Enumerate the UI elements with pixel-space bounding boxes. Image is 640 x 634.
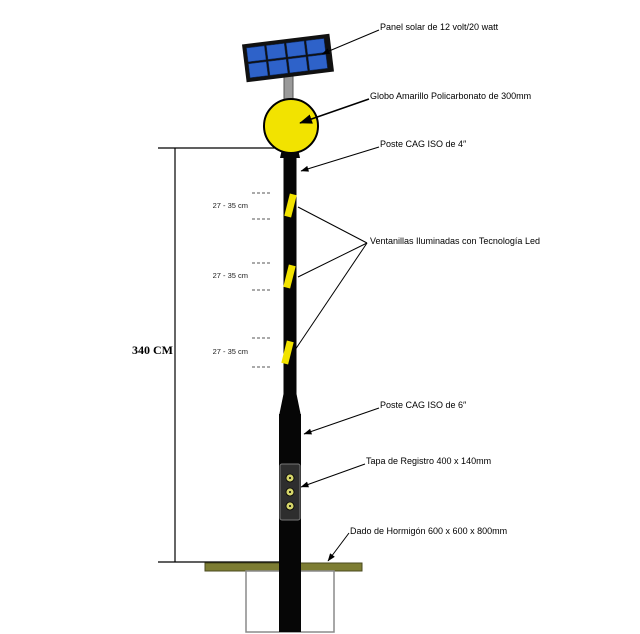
annotation-arrows (294, 29, 380, 562)
led-windows (281, 193, 297, 365)
label-height-dimension: 340 CM (132, 343, 173, 357)
label-register-cover: Tapa de Registro 400 x 140mm (366, 456, 492, 466)
globe (263, 98, 319, 154)
label-pole-6: Poste CAG ISO de 6″ (380, 400, 467, 410)
label-pole-4: Poste CAG ISO de 4″ (380, 139, 467, 149)
register-cover (279, 463, 301, 521)
dimension-lines (158, 147, 293, 563)
solar-panel (242, 33, 334, 83)
label-foundation: Dado de Hormigón 600 x 600 x 800mm (350, 526, 508, 536)
label-solar-panel: Panel solar de 12 volt/20 watt (380, 22, 499, 32)
pole-lower (279, 414, 301, 632)
spacing-ticks (252, 192, 272, 368)
pole-taper (279, 394, 301, 416)
label-spacing-1: 27 - 35 cm (212, 201, 248, 210)
label-globe: Globo Amarillo Policarbonato de 300mm (370, 91, 532, 101)
label-spacing-2: 27 - 35 cm (212, 271, 248, 280)
label-led-windows: Ventanillas Iluminadas con Tecnología Le… (370, 236, 540, 246)
label-spacing-3: 27 - 35 cm (212, 347, 248, 356)
